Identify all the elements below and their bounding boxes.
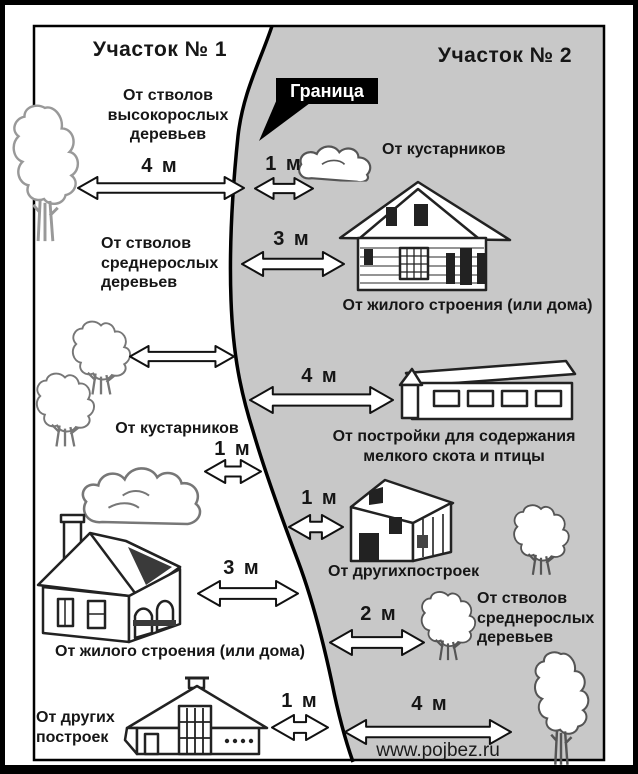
right-shrubs-label: От кустарников	[382, 141, 506, 158]
distance-arrow-left-other	[271, 714, 329, 741]
right-other-distance: 1 м	[301, 487, 339, 509]
medium-tree-illustration	[420, 590, 477, 662]
distance-arrow-left-tall-trees	[77, 176, 245, 200]
left-shrubs-distance: 1 м	[214, 438, 252, 460]
right-medium-trees-label: От стволов среднерослых деревьев	[477, 590, 595, 647]
distance-arrow-right-medium-trees	[329, 629, 425, 656]
left-medium-trees-label: От стволов среднерослых деревьев	[101, 235, 219, 292]
distance-arrow-right-livestock	[249, 386, 394, 414]
right-tall-trees-distance: 4 м	[411, 693, 449, 715]
medium-tree-illustration	[35, 372, 96, 448]
right-shrubs-distance: 1 м	[265, 153, 303, 175]
other-building-illustration	[349, 478, 455, 563]
left-shrubs-label: От кустарников	[115, 420, 239, 437]
left-other-label: От других построек	[36, 709, 115, 746]
distance-arrow-left-medium-trees	[129, 345, 235, 368]
right-livestock-label: От постройки для содержания мелкого скот…	[332, 428, 576, 465]
barn-illustration	[123, 676, 269, 756]
left-house-label: От жилого строения (или дома)	[55, 643, 305, 660]
medium-tree-illustration	[513, 504, 570, 576]
distance-arrow-right-other	[288, 514, 344, 540]
distance-arrow-right-tall-trees	[344, 719, 512, 745]
distance-arrow-left-house	[197, 580, 299, 607]
left-other-distance: 1 м	[281, 690, 319, 712]
house-illustration	[338, 180, 512, 292]
boundary-pointer	[259, 99, 310, 141]
right-medium-trees-distance: 2 м	[360, 603, 398, 625]
website-label: www.pojbez.ru	[376, 740, 500, 761]
left-tall-trees-label: От стволов высокорослых деревьев	[107, 87, 229, 144]
right-livestock-distance: 4 м	[301, 365, 339, 387]
distance-arrow-right-shrubs	[254, 177, 314, 200]
right-house-distance: 3 м	[273, 228, 311, 250]
right-house-label: От жилого строения (или дома)	[342, 297, 593, 314]
plot1-title: Участок № 1	[92, 38, 228, 61]
bottom-border	[0, 765, 638, 774]
tall-tree-illustration	[533, 651, 590, 766]
livestock-shed-illustration	[398, 359, 577, 421]
right-other-label: От другихпостроек	[328, 563, 480, 580]
distance-arrow-left-shrubs	[204, 459, 262, 484]
distance-arrow-right-house	[241, 251, 345, 277]
inner-frame	[32, 24, 606, 762]
tall-tree-illustration	[12, 104, 80, 243]
left-house-distance: 3 м	[223, 557, 261, 579]
boundary-label: Граница	[276, 78, 378, 104]
plot2-title: Участок № 2	[437, 44, 573, 67]
house-illustration	[36, 513, 182, 644]
left-tall-trees-distance: 4 м	[141, 155, 179, 177]
